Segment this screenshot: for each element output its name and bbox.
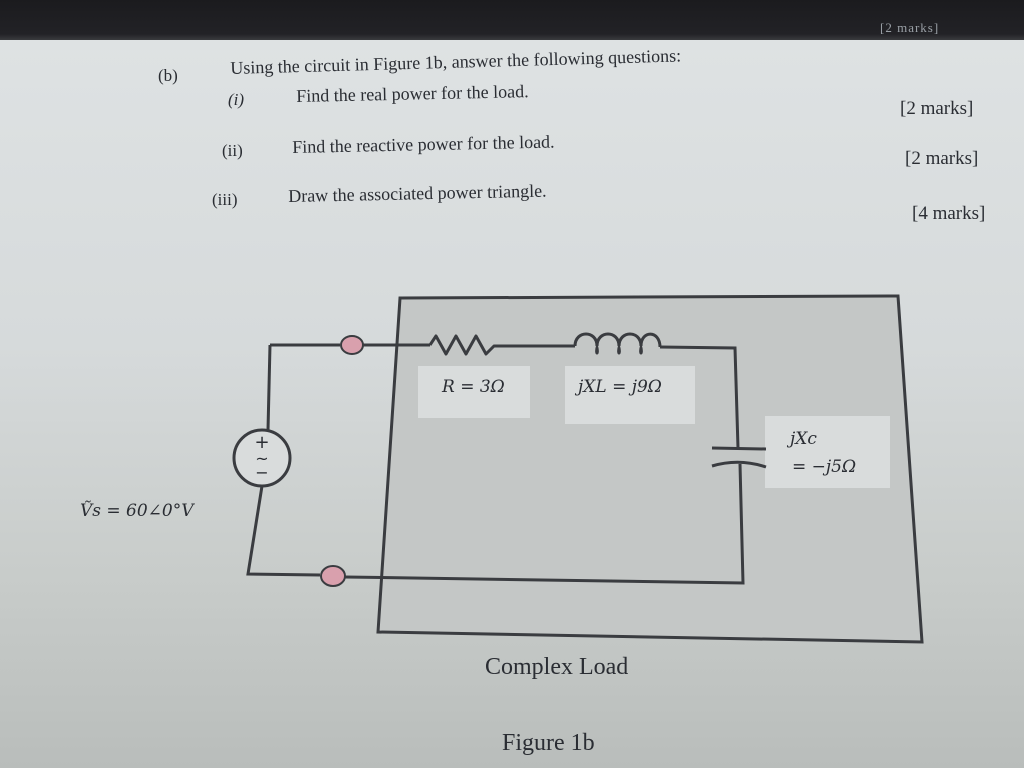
inductor-loops (595, 345, 643, 355)
source-tilde: ~ (255, 449, 268, 468)
source-voltage-label: Ṽs = 60∠0°V (80, 500, 195, 521)
figure-caption: Figure 1b (502, 730, 595, 756)
resistor-symbol (428, 334, 500, 356)
wire-inductor-capacitor (659, 345, 740, 449)
capacitor-plate-top (711, 446, 767, 451)
part-ii-marks: [2 marks] (905, 148, 979, 169)
part-iii-marks: [4 marks] (912, 203, 986, 224)
source-plus: + (254, 432, 269, 453)
part-ii-number: (ii) (222, 141, 243, 160)
resistor-label-panel (418, 366, 530, 418)
part-i-number: (i) (228, 90, 245, 109)
wire-bottom-return (344, 463, 745, 585)
capacitor-label-panel (765, 416, 890, 488)
part-i-marks: [2 marks] (900, 98, 974, 119)
terminal-top (340, 335, 364, 355)
source-minus: − (255, 463, 268, 482)
capacitor-label-line2: = −j5Ω (792, 457, 856, 477)
inductor-label-panel (565, 366, 695, 424)
wire-left-lower (246, 485, 321, 577)
inductor-label: jXL = j9Ω (574, 377, 662, 397)
capacitor-plate-bottom (711, 460, 767, 469)
question-label: (b) (158, 66, 178, 85)
terminal-bottom (320, 565, 346, 587)
dark-top-band (0, 0, 1024, 40)
complex-load-caption: Complex Load (485, 654, 629, 680)
resistor-label: R = 3Ω (441, 377, 505, 397)
wire-left-upper (266, 344, 272, 431)
capacitor-label-line1: jXc (786, 429, 817, 449)
corner-marks: [2 marks] (880, 20, 940, 35)
part-iii-number: (iii) (212, 190, 238, 209)
ac-source-symbol (232, 428, 292, 488)
